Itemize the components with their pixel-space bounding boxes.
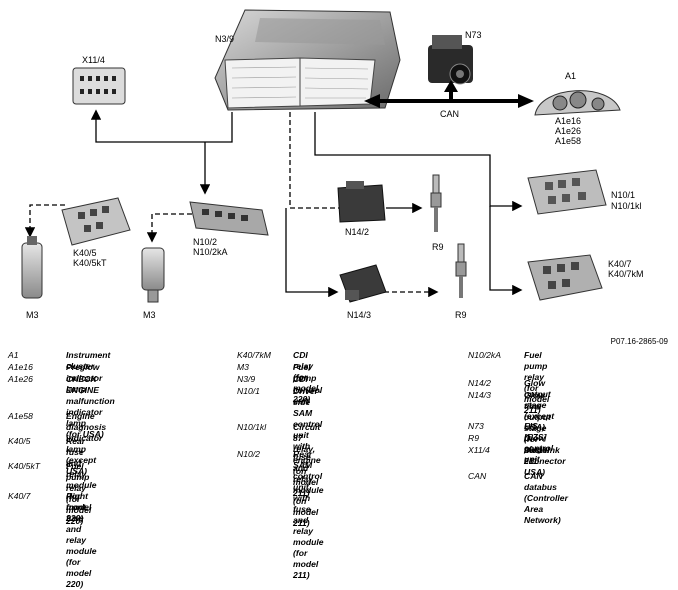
wiring-diagram: N3/9 N73 X11/4 A1 A1e16 A1e26 A1e58 [21,9,644,320]
label-m3-left: M3 [26,310,39,320]
legend-desc: CAN databus (Controller Area Network) [524,471,568,525]
rear-fuse-relay-module-k40-5 [61,197,131,246]
data-link-connector-x11-4 [72,67,126,105]
legend-code: N10/1 [237,386,260,396]
label-a1e16: A1e16 [555,116,581,126]
label-r9-top: R9 [432,242,444,252]
legend-desc: Glow plugs [524,433,547,454]
legend-desc: Driver-side SAM control unit with fuse a… [293,386,324,528]
legend-code: A1e26 [8,374,33,384]
legend-code: CAN [468,471,487,481]
legend-code: X11/4 [468,445,490,455]
legend-code: K40/7 [8,491,31,501]
legend-desc: Data link connector [524,445,566,466]
legend-desc: Preglow indicator lamp [66,362,103,394]
label-n14-2: N14/2 [345,227,369,237]
connection-wires [90,109,523,298]
glow-time-output-stage-n14-3 [339,264,387,303]
legend-code: R9 [468,433,479,443]
legend-code: K40/5 [8,436,31,446]
cdi-control-unit-n3-9 [214,9,401,111]
legend-code: A1e58 [8,411,33,421]
label-m3-mid: M3 [143,310,156,320]
label-k40-5: K40/5 [73,248,97,258]
sam-control-unit-n10-1 [527,169,607,215]
can-bus-line [364,80,534,108]
legend-code: N73 [468,421,484,431]
legend-code: M3 [237,362,249,372]
legend: A1 Instrument cluster A1e16 Preglow indica… [8,350,678,589]
label-x11-4: X11/4 [82,55,105,65]
label-can: CAN [440,109,459,119]
label-a1e58: A1e58 [555,136,581,146]
legend-desc: EIS [EZS] control unit [524,421,554,464]
legend-desc: Fuel pump relay (for model 220) [66,461,92,526]
glow-plug-r9-top [430,174,442,232]
legend-code: N10/2kA [468,350,501,360]
label-k40-7: K40/7 [608,259,632,269]
fuel-pump-m3-left [21,236,43,299]
legend-desc: Rear fuse and relay module (for model 22… [66,436,97,523]
label-k40-7km: K40/7kM [608,269,644,279]
right-front-fuse-relay-module-k40-7 [527,254,603,301]
label-n10-1kl: N10/1kl [611,201,642,211]
fuel-pump-m3-mid [141,247,165,303]
legend-desc: Circuit 87 relay, engine (on model 211) [293,422,321,498]
legend-desc: Fuel pump relay (for model 211) [524,350,550,415]
legend-desc: CDI relay (for model 220) [293,350,319,404]
legend-code: K40/5kT [8,461,41,471]
legend-desc: CHECK ENGINE malfunction indicator lamp … [66,374,115,439]
legend-code: N14/3 [468,390,491,400]
reference-code: P07.16-2865-09 [610,337,668,346]
dashed-wires [24,204,439,298]
label-n73: N73 [465,30,482,40]
legend-code: A1e16 [8,362,33,372]
legend-desc: Right front fuse and relay module (for m… [66,491,97,589]
label-a1: A1 [565,71,576,81]
legend-code: K40/7kM [237,350,271,360]
legend-desc: Engine diagnosis indicator lamp (except … [66,411,107,476]
legend-desc: Rear SAM control unit with fuse and rela… [293,449,324,580]
label-n3-9: N3/9 [215,34,234,44]
label-n10-2ka: N10/2kA [193,247,228,257]
legend-desc: CDI control unit [293,374,323,406]
label-n10-2: N10/2 [193,237,217,247]
rear-sam-control-unit-n10-2 [189,201,269,236]
label-a1e26: A1e26 [555,126,581,136]
glow-plug-r9-bottom [455,243,467,298]
legend-code: N10/2 [237,449,260,459]
legend-code: A1 [8,350,19,360]
legend-desc: Fuel pump [293,362,317,383]
legend-desc: Glow output stage (except USA) [524,378,555,432]
label-k40-5kt: K40/5kT [73,258,107,268]
instrument-cluster-a1 [534,90,621,116]
glow-output-stage-n14-2 [337,181,386,223]
legend-code: N10/1kl [237,422,267,432]
legend-desc: Glow time output stage (for model 211 US… [524,390,551,477]
legend-code: N14/2 [468,378,491,388]
legend-code: N3/9 [237,374,256,384]
label-n10-1: N10/1 [611,190,635,200]
label-n14-3: N14/3 [347,310,371,320]
legend-desc: Instrument cluster [66,350,111,371]
label-r9-bottom: R9 [455,310,467,320]
eis-control-unit-n73 [428,35,473,85]
